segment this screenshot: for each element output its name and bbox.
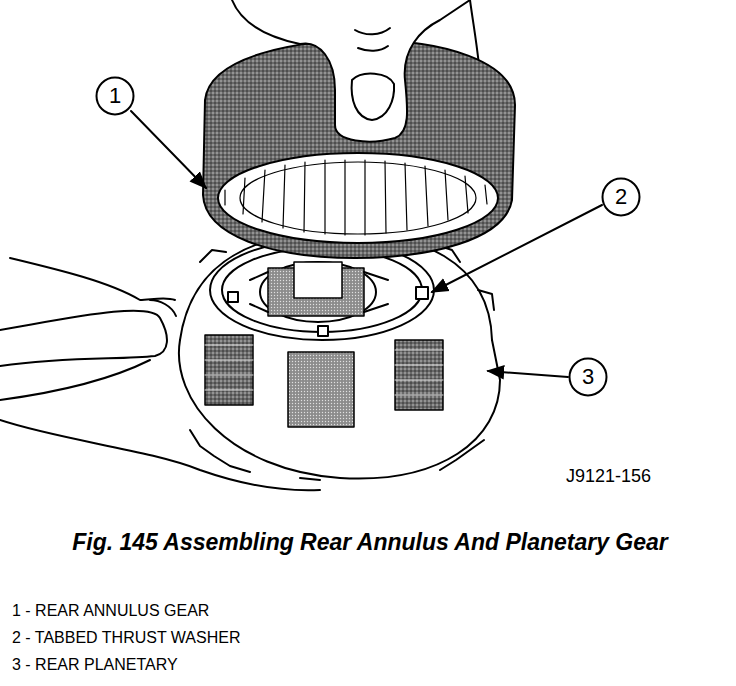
callout-number: 2 [601, 177, 641, 208]
callout-circle: 2 [601, 177, 641, 217]
callout-number: 3 [568, 357, 608, 388]
legend-line: 3 - REAR PLANETARY [12, 656, 178, 674]
legend-line: 1 - REAR ANNULUS GEAR [12, 602, 209, 620]
figure-code: J9121-156 [566, 466, 651, 487]
figure-caption: Fig. 145 Assembling Rear Annulus And Pla… [60, 528, 680, 556]
legend-line: 2 - TABBED THRUST WASHER [12, 629, 240, 647]
callout-circle: 1 [95, 76, 135, 116]
callout-number: 1 [95, 76, 135, 107]
callout-circle: 3 [568, 357, 608, 397]
